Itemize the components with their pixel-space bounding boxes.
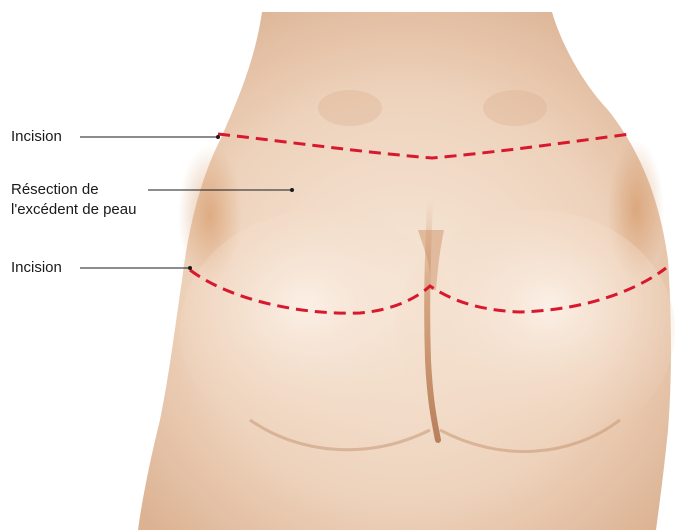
upper-incision-label: Incision	[11, 127, 62, 146]
resection-label-line2: l'excédent de peau	[11, 200, 136, 219]
lower-incision-label: Incision	[11, 258, 62, 277]
right-back-dimple	[483, 90, 547, 126]
upper-incision-leader-dot	[216, 135, 220, 139]
resection-label-line1: Résection de	[11, 180, 99, 199]
left-back-dimple	[318, 90, 382, 126]
resection-leader-dot	[290, 188, 294, 192]
lower-incision-leader-dot	[188, 266, 192, 270]
